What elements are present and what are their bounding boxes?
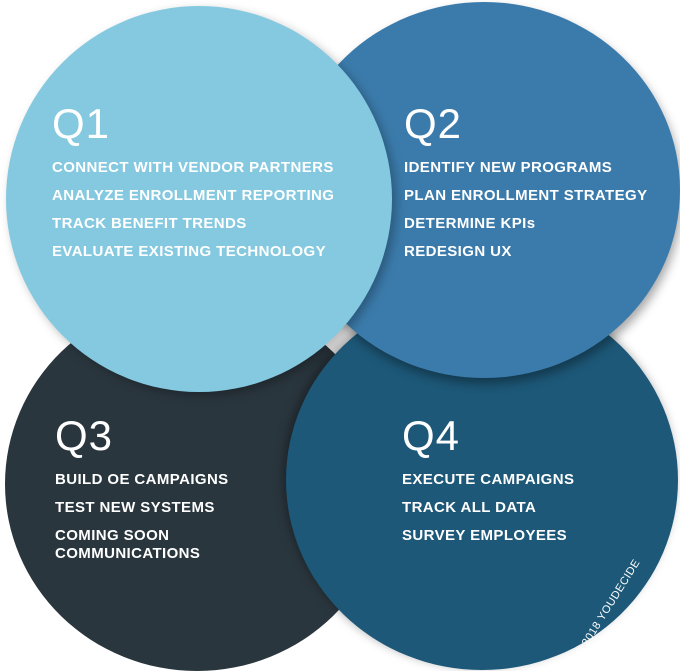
q3-item: COMING SOON COMMUNICATIONS (55, 527, 201, 562)
q1-item: TRACK BENEFIT TRENDS (52, 215, 247, 232)
q1-title: Q1 (52, 100, 111, 147)
q1-list: CONNECT WITH VENDOR PARTNERS ANALYZE ENR… (52, 159, 334, 261)
q2-item: PLAN ENROLLMENT STRATEGY (404, 187, 648, 204)
q4-item: TRACK ALL DATA (402, 499, 537, 516)
q2-list: IDENTIFY NEW PROGRAMS PLAN ENROLLMENT ST… (404, 159, 647, 261)
q4-item: SURVEY EMPLOYEES (402, 527, 568, 544)
q2-item: DETERMINE KPIs (404, 215, 536, 232)
q4-list: EXECUTE CAMPAIGNS TRACK ALL DATA SURVEY … (402, 471, 574, 545)
q1-circle (6, 6, 392, 392)
q3-block: Q3 BUILD OE CAMPAIGNS TEST NEW SYSTEMS C… (55, 415, 235, 573)
q3-list: BUILD OE CAMPAIGNS TEST NEW SYSTEMS COMI… (55, 471, 235, 563)
q4-item: EXECUTE CAMPAIGNS (402, 471, 575, 488)
q2-title: Q2 (404, 100, 463, 147)
q3-item: BUILD OE CAMPAIGNS (55, 471, 229, 488)
q3-title: Q3 (55, 412, 114, 459)
q1-item: ANALYZE ENROLLMENT REPORTING (52, 187, 335, 204)
q1-item: EVALUATE EXISTING TECHNOLOGY (52, 243, 326, 260)
q4-block: Q4 EXECUTE CAMPAIGNS TRACK ALL DATA SURV… (402, 415, 574, 555)
q2-item: REDESIGN UX (404, 243, 512, 260)
q1-block: Q1 CONNECT WITH VENDOR PARTNERS ANALYZE … (52, 103, 334, 271)
q2-block: Q2 IDENTIFY NEW PROGRAMS PLAN ENROLLMENT… (404, 103, 647, 271)
q2-item: IDENTIFY NEW PROGRAMS (404, 159, 613, 176)
q1-item: CONNECT WITH VENDOR PARTNERS (52, 159, 334, 176)
q3-item: TEST NEW SYSTEMS (55, 499, 215, 516)
q4-title: Q4 (402, 412, 461, 459)
